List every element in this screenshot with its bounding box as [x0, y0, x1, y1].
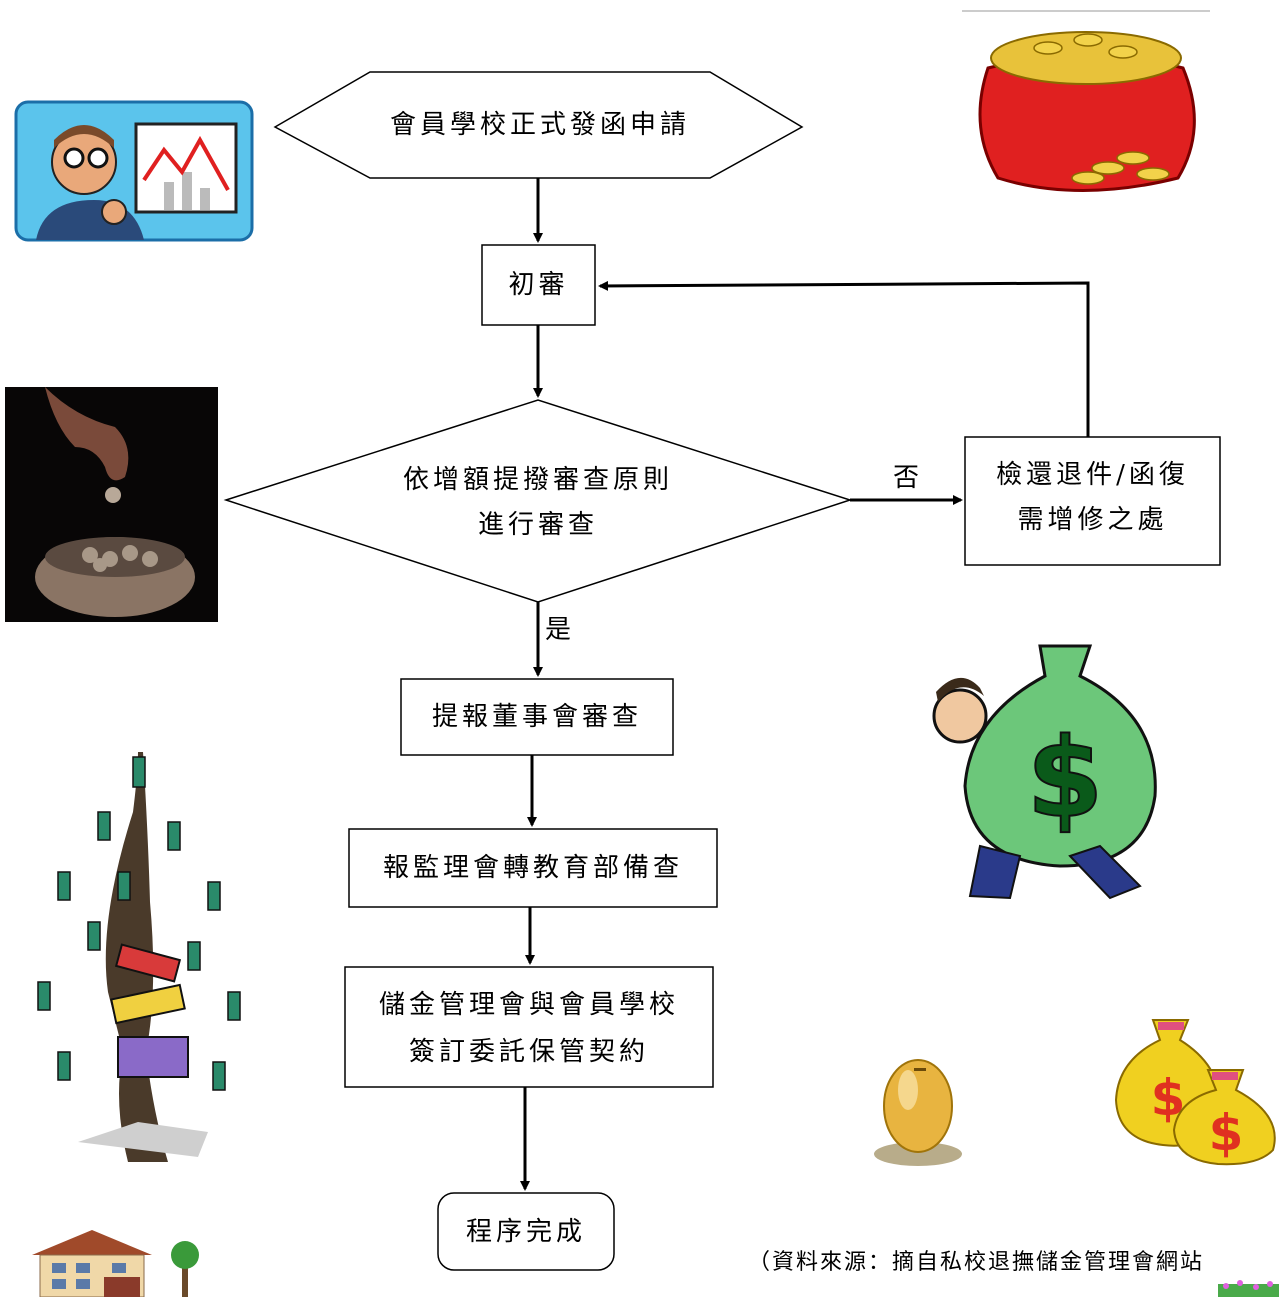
return-label-line1: 檢還退件/函復 [996, 460, 1189, 490]
golden-egg-illustration [874, 1059, 962, 1166]
return-box [964, 436, 1221, 566]
contract-label-line1: 儲金管理會與會員學校 [378, 990, 679, 1020]
coin-piggy-bank-illustration [5, 387, 218, 622]
arrow-return-loop [598, 280, 1090, 437]
school-building-illustration [32, 1230, 199, 1297]
initial-review-box [481, 244, 596, 326]
man-carrying-money-bag-illustration: $ [932, 644, 1157, 900]
start-label: 會員學校正式發函申請 [389, 110, 690, 140]
flower-patch-illustration [1218, 1280, 1279, 1297]
report-ministry-label: 報監理會轉教育部備查 [382, 853, 683, 883]
dollar-bags-illustration: $ $ [1114, 1019, 1276, 1166]
decision-diamond [223, 399, 853, 603]
end-label: 程序完成 [465, 1217, 586, 1247]
yes-label: 是 [544, 615, 575, 645]
decision-label-line2: 進行審查 [477, 510, 598, 540]
worried-analyst-illustration [14, 100, 254, 242]
return-label-line2: 需增修之處 [1017, 505, 1168, 535]
contract-box [344, 966, 714, 1088]
initial-review-label: 初審 [508, 270, 569, 300]
start-hexagon [273, 71, 804, 179]
source-note: （資料來源：摘自私校退撫儲金管理會網站 [748, 1250, 1205, 1275]
money-tree-illustration [37, 752, 241, 1162]
board-review-label: 提報董事會審查 [431, 702, 642, 732]
end-box [437, 1192, 615, 1271]
svg-text:$: $ [1027, 714, 1104, 842]
report-ministry-box [348, 828, 718, 908]
decision-label-line1: 依增額提撥審查原則 [402, 465, 673, 495]
svg-text:$: $ [1209, 1104, 1244, 1162]
contract-label-line2: 簽訂委託保管契約 [408, 1037, 649, 1067]
no-label: 否 [892, 463, 923, 493]
board-review-box [400, 678, 674, 756]
money-sack-illustration [962, 10, 1210, 192]
